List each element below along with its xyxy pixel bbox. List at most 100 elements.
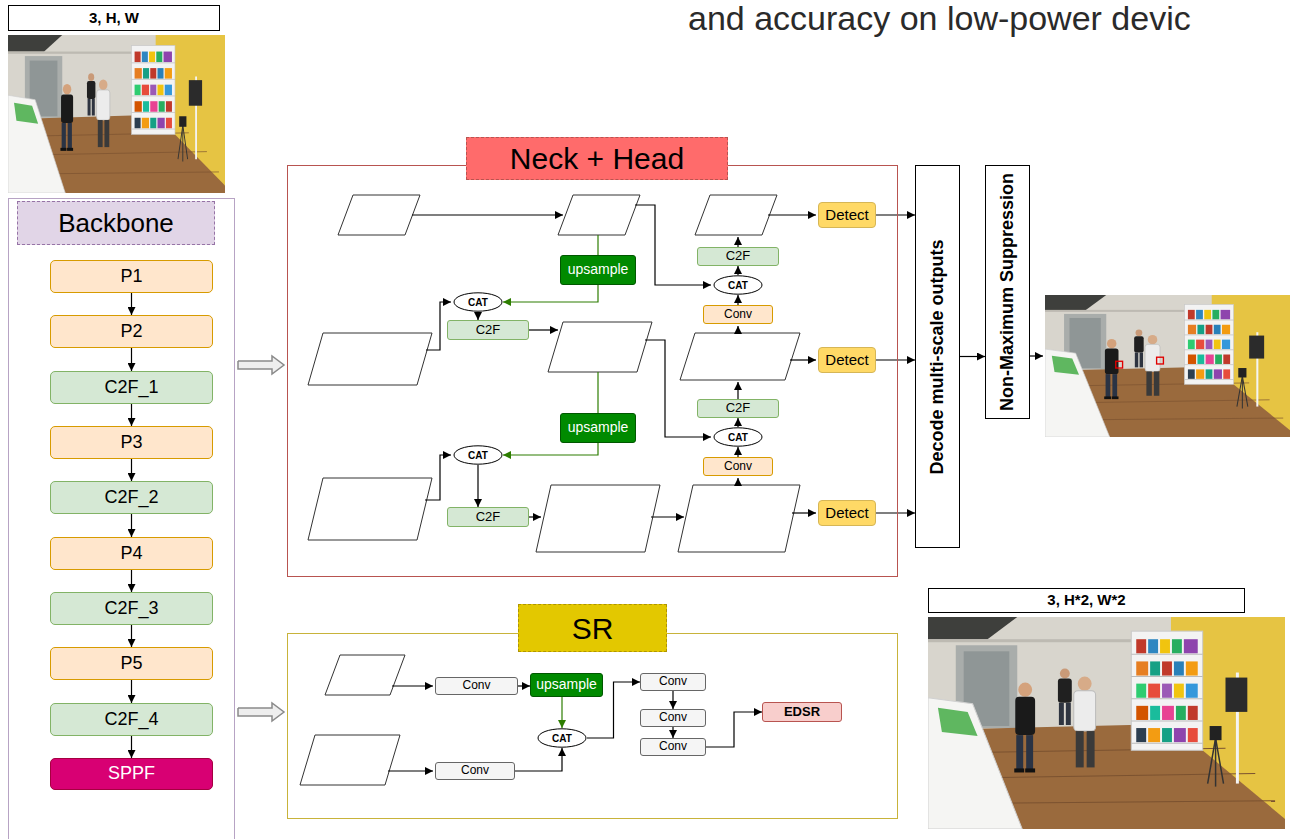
diagram-art (392, 685, 433, 686)
flow-arrow (737, 447, 738, 457)
diagram-art (1116, 361, 1123, 368)
diagram-art (300, 735, 400, 785)
block-label: upsample (568, 262, 629, 277)
flow-arrow (503, 285, 598, 302)
feature-map (300, 195, 800, 785)
panel-title: Backbone (17, 201, 215, 245)
feature-flow-arrow (238, 703, 284, 721)
module-panel: BackboneP1P2C2F_1P3C2F_2P4C2F_3P5C2F_4SP… (8, 198, 235, 839)
block-label: P4 (120, 544, 142, 564)
flow-arrow (131, 514, 132, 537)
diagram-art (695, 195, 777, 235)
upsample-block: upsample (530, 673, 603, 697)
block-label: CAT (728, 280, 748, 291)
block-label: CAT (728, 432, 748, 443)
diagram-art (737, 382, 738, 399)
upsample-block: upsample (560, 255, 636, 285)
concat-node: CAT (537, 728, 587, 748)
block-label: EDSR (784, 705, 820, 719)
dimension-text: 3, H, W (89, 10, 139, 27)
flow-arrow (131, 736, 132, 758)
block-label: C2F (726, 401, 751, 415)
block-label: Detect (825, 352, 868, 369)
stage-text: Decode multi-scale outputs (928, 239, 948, 474)
block-label: Conv (659, 675, 687, 688)
diagram-art (536, 485, 660, 552)
concat-node: CAT (713, 275, 763, 295)
diagram-art (792, 512, 816, 513)
diagram-art (558, 195, 640, 235)
block-label: upsample (536, 677, 597, 692)
block-label: P3 (120, 433, 142, 453)
block-label: CAT (468, 450, 488, 461)
flow-arrow (876, 512, 915, 513)
block-label: CAT (468, 297, 488, 308)
flow-arrow (518, 685, 530, 686)
diagram-art (651, 516, 684, 517)
module-panel: Neck + HeadupsampleCATC2FupsampleCATC2FC… (287, 165, 898, 577)
concat-ellipse (714, 428, 762, 446)
conv-block: Conv (703, 457, 773, 476)
backbone-block: P3 (50, 426, 213, 459)
diagram-art (388, 770, 433, 771)
detect-block: Detect (818, 500, 876, 526)
caption-fragment: and accuracy on low-power devic (688, 0, 1191, 37)
diagram-art (678, 485, 800, 552)
block-label: C2F_1 (104, 378, 158, 398)
feature-flow-arrow (238, 356, 284, 374)
flow-arrow (131, 404, 132, 426)
flow-arrow (737, 418, 738, 427)
c2f-block: C2F (697, 399, 779, 418)
input-image (8, 35, 225, 193)
concat-ellipse (538, 729, 586, 747)
diagram-art (425, 455, 451, 500)
flow-arrow (503, 443, 598, 455)
conv-block: Conv (640, 709, 706, 727)
flow-arrow (131, 459, 132, 481)
dimension-label: 3, H, W (8, 5, 220, 31)
block-label: Conv (462, 679, 490, 692)
concat-ellipse (454, 293, 502, 311)
block-label: C2F_3 (104, 599, 158, 619)
diagram-art (928, 617, 1285, 829)
flow-arrow (561, 697, 562, 728)
stage-box: Non-Maximum Suppression (985, 165, 1030, 419)
diagram-art (737, 237, 738, 247)
block-label: C2F (726, 249, 751, 263)
panel-title: Neck + Head (466, 137, 728, 180)
concat-node: CAT (713, 427, 763, 447)
backbone-block: P1 (50, 260, 213, 293)
concat-node: CAT (453, 445, 503, 465)
diagram-art (1030, 355, 1043, 356)
c2f-block: C2F (447, 507, 529, 527)
block-label: Conv (724, 460, 752, 473)
backbone-block: P5 (50, 647, 213, 680)
diagram-art (768, 214, 816, 215)
c2f-block: C2F_2 (50, 481, 213, 514)
flow-arrow (672, 691, 673, 709)
detect-block: Detect (818, 202, 876, 228)
diagram-art (737, 326, 738, 333)
flow-arrow (477, 465, 478, 507)
diagram-art (790, 359, 816, 360)
flow-arrow (477, 312, 478, 320)
block-label: P1 (120, 267, 142, 287)
diagram-art (412, 214, 563, 215)
conv-block: Conv (435, 762, 515, 780)
block-label: Detect (825, 505, 868, 522)
concat-ellipse (454, 446, 502, 464)
block-label: Conv (659, 711, 687, 724)
flow-arrow (131, 570, 132, 592)
c2f-block: C2F_3 (50, 592, 213, 625)
block-label: Conv (659, 740, 687, 753)
diagram-art (737, 478, 738, 485)
upsample-block: upsample (560, 413, 636, 443)
dimension-text: 3, H*2, W*2 (1047, 592, 1125, 609)
concat-node: CAT (453, 292, 503, 312)
block-label: P5 (120, 654, 142, 674)
flow-arrow (131, 680, 132, 703)
block-label: Conv (461, 764, 489, 777)
diagram-art (645, 340, 711, 437)
diagram-art (308, 333, 432, 385)
block-label: C2F (476, 510, 501, 524)
